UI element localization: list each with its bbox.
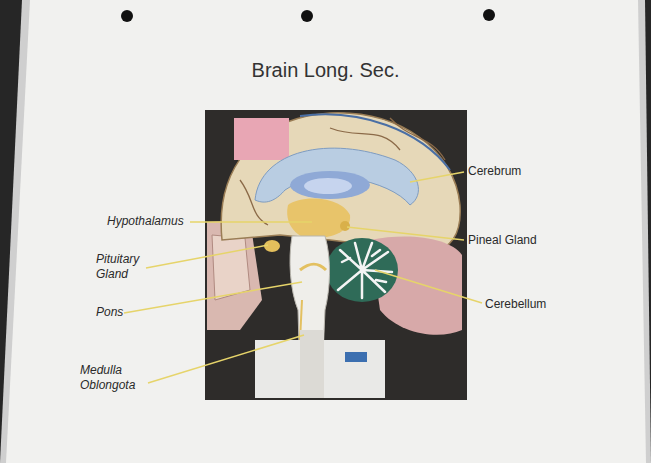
part-label: Medulla Oblongota bbox=[80, 363, 146, 393]
part-label: Cerebellum bbox=[485, 297, 546, 312]
part-label: Hypothalamus bbox=[107, 214, 184, 229]
part-label: Cerebrum bbox=[468, 164, 521, 179]
part-label: Pineal Gland bbox=[468, 233, 537, 248]
diagram-title: Brain Long. Sec. bbox=[0, 58, 651, 83]
part-label: Pons bbox=[96, 305, 123, 320]
part-label: Pituitary Gland bbox=[96, 252, 144, 282]
